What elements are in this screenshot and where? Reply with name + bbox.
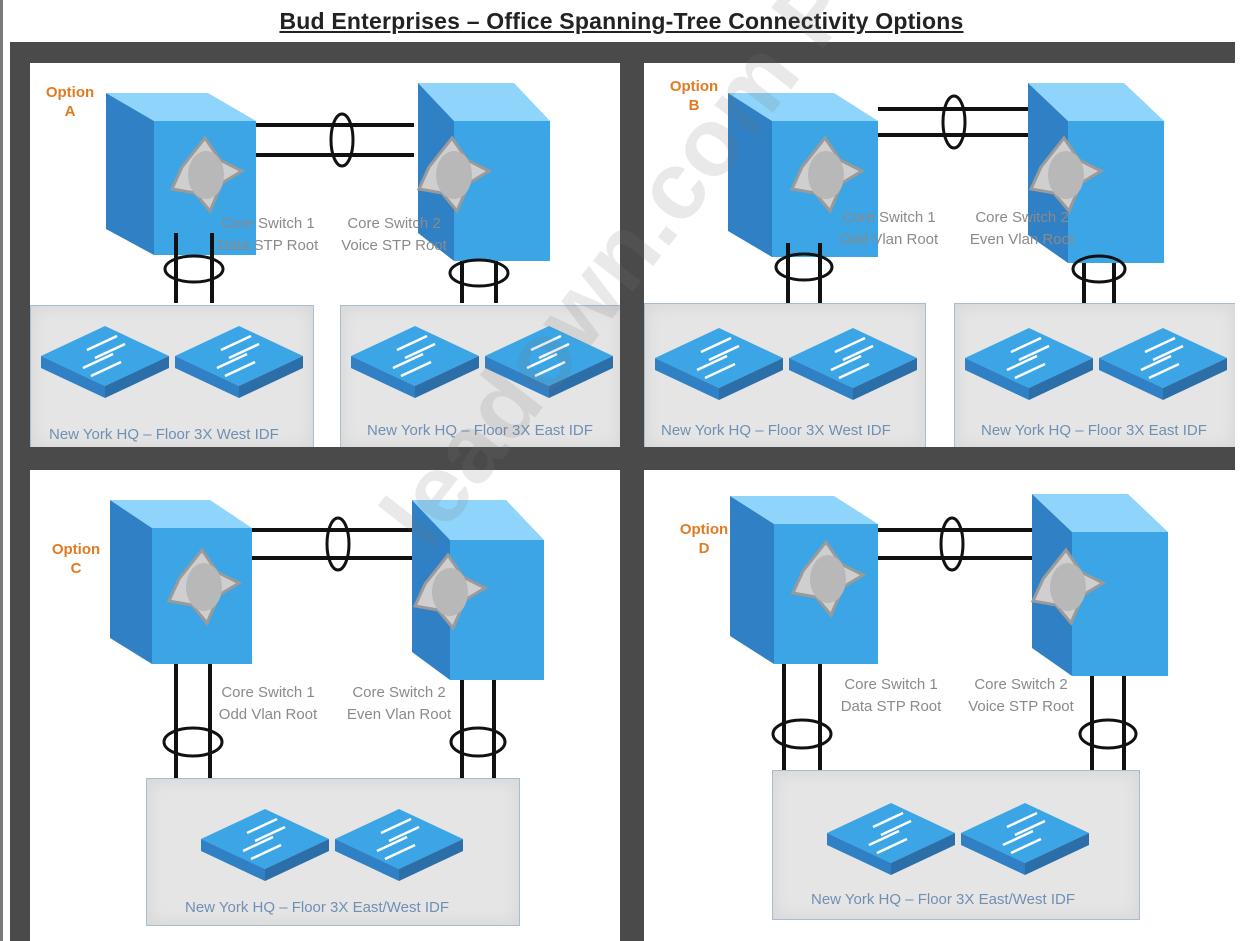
access-switch bbox=[965, 328, 1093, 400]
idf-access-switches bbox=[655, 328, 917, 400]
access-switch bbox=[961, 803, 1089, 875]
core-switch-2 bbox=[412, 500, 544, 680]
core-switch-2 bbox=[1030, 494, 1168, 676]
access-switch bbox=[41, 326, 169, 398]
uplink-links-left bbox=[163, 233, 225, 303]
idf-access-switches bbox=[965, 328, 1227, 400]
uplink-links-left bbox=[774, 243, 834, 303]
uplink-links-right bbox=[1078, 676, 1138, 770]
access-switch bbox=[789, 328, 917, 400]
combined-idf-box: New York HQ – Floor 3X East/West IDF bbox=[146, 778, 520, 926]
core-switch-1 bbox=[730, 496, 878, 664]
access-switch bbox=[827, 803, 955, 875]
core-interconnect-links bbox=[252, 516, 412, 572]
east-idf-box: New York HQ – Floor 3X East IDF bbox=[954, 303, 1235, 447]
combined-idf-box: New York HQ – Floor 3X East/West IDF bbox=[772, 770, 1140, 920]
idf-access-switches bbox=[201, 809, 463, 881]
uplink-links-left bbox=[771, 664, 833, 770]
core-interconnect-links bbox=[878, 516, 1032, 572]
access-switch bbox=[351, 326, 479, 398]
core-switch-1 bbox=[728, 93, 878, 257]
left-margin-rule bbox=[0, 0, 3, 941]
west-idf-box: New York HQ – Floor 3X West IDF bbox=[644, 303, 926, 447]
access-switch bbox=[201, 809, 329, 881]
idf-access-switches bbox=[351, 326, 613, 398]
option-d-diagram bbox=[730, 494, 1168, 770]
west-idf-box: New York HQ – Floor 3X West IDF bbox=[30, 305, 314, 447]
access-switch bbox=[485, 326, 613, 398]
idf-access-switches bbox=[827, 803, 1089, 875]
east-idf-box: New York HQ – Floor 3X East IDF bbox=[340, 305, 620, 447]
idf-caption: New York HQ – Floor 3X East IDF bbox=[981, 422, 1207, 439]
core-switch-1 bbox=[110, 500, 252, 664]
uplink-links-right bbox=[448, 258, 510, 303]
idf-caption: New York HQ – Floor 3X West IDF bbox=[661, 422, 891, 439]
access-switch bbox=[655, 328, 783, 400]
option-c-diagram bbox=[110, 500, 544, 780]
uplink-links-right bbox=[1071, 254, 1127, 303]
core-interconnect-links bbox=[878, 94, 1028, 150]
option-a-diagram bbox=[106, 83, 550, 303]
idf-caption: New York HQ – Floor 3X East IDF bbox=[367, 422, 593, 439]
option-b-diagram bbox=[728, 83, 1164, 303]
uplink-links-right bbox=[449, 680, 507, 780]
uplink-links-left bbox=[162, 664, 224, 780]
access-switch bbox=[1099, 328, 1227, 400]
idf-caption: New York HQ – Floor 3X East/West IDF bbox=[811, 891, 1075, 908]
access-switch bbox=[175, 326, 303, 398]
idf-caption: New York HQ – Floor 3X West IDF bbox=[49, 426, 279, 443]
core-interconnect-links bbox=[256, 112, 414, 168]
core-switch-1 bbox=[106, 93, 256, 255]
core-switch-2 bbox=[1028, 83, 1164, 263]
idf-access-switches bbox=[41, 326, 303, 398]
access-switch bbox=[335, 809, 463, 881]
idf-caption: New York HQ – Floor 3X East/West IDF bbox=[185, 899, 449, 916]
core-switch-2 bbox=[416, 83, 550, 261]
page-title: Bud Enterprises – Office Spanning-Tree C… bbox=[279, 8, 964, 34]
